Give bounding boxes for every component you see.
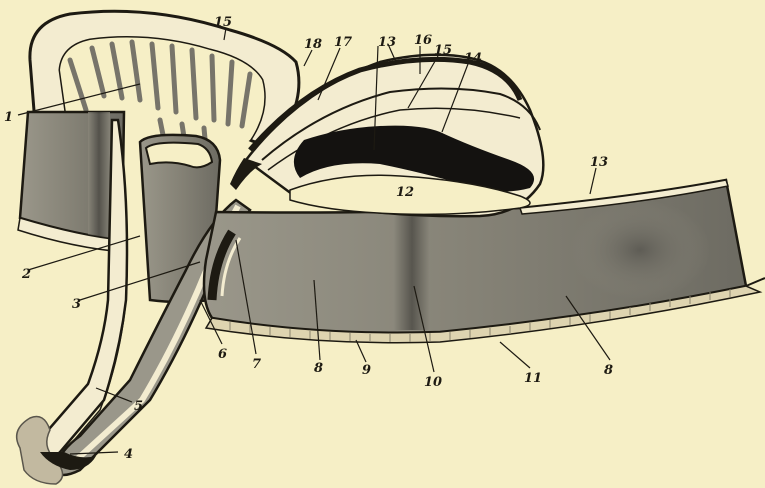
label-4: 4 bbox=[124, 447, 133, 462]
label-3: 3 bbox=[72, 297, 81, 312]
label-1: 1 bbox=[4, 110, 13, 125]
label-6: 6 bbox=[218, 347, 227, 362]
label-17: 17 bbox=[334, 35, 352, 50]
label-18: 18 bbox=[304, 37, 322, 52]
left-band bbox=[18, 112, 124, 252]
label-16: 16 bbox=[414, 33, 432, 48]
label-12: 12 bbox=[396, 185, 414, 200]
label-10: 10 bbox=[424, 375, 442, 390]
label-13-right: 13 bbox=[590, 155, 608, 170]
label-7: 7 bbox=[252, 357, 261, 372]
label-14: 14 bbox=[464, 51, 482, 66]
label-8-left: 8 bbox=[314, 361, 323, 376]
label-13-top: 13 bbox=[378, 35, 396, 50]
label-2: 2 bbox=[21, 267, 31, 282]
label-15-right: 15 bbox=[434, 43, 452, 58]
label-11: 11 bbox=[524, 371, 542, 386]
shaded-area bbox=[570, 200, 710, 300]
label-9: 9 bbox=[362, 363, 371, 378]
label-8-right: 8 bbox=[604, 363, 613, 378]
label-15-left: 15 bbox=[214, 15, 232, 30]
label-5: 5 bbox=[134, 399, 143, 414]
dark-stripe bbox=[394, 212, 430, 330]
